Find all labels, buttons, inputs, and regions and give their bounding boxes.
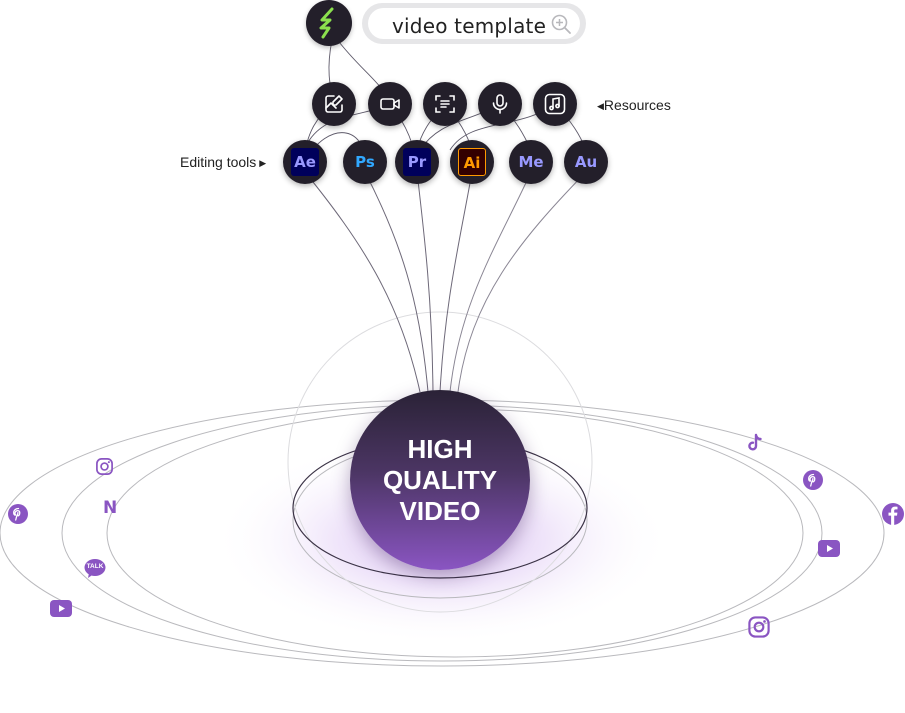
kakaotalk-icon: TALK: [84, 558, 106, 578]
editing-tools-label: Editing tools▶: [180, 154, 267, 170]
pinterest-icon: [8, 504, 28, 524]
resources-label: ◀Resources: [597, 97, 671, 113]
connector-line: [457, 171, 587, 393]
tool-after-effects[interactable]: Ae: [283, 140, 327, 184]
connector-line: [439, 171, 473, 393]
text-scan-icon: [435, 95, 455, 113]
naver-icon: N: [103, 498, 118, 518]
connector-line: [364, 171, 429, 393]
illustrator-icon: Ai: [458, 148, 486, 176]
zoom-in-icon[interactable]: [550, 13, 572, 35]
photoshop-icon: Ps: [351, 148, 379, 176]
after-effects-icon: Ae: [291, 148, 319, 176]
instagram-icon: [96, 458, 113, 475]
tool-photoshop[interactable]: Ps: [343, 140, 387, 184]
image-edit-icon: [325, 95, 343, 113]
search-query: video template: [392, 14, 547, 38]
music-note-icon: [544, 93, 566, 115]
search-field[interactable]: video template: [368, 8, 580, 39]
orbit-ring: [287, 311, 593, 613]
connector-line: [304, 171, 421, 393]
tool-media-encoder[interactable]: Me: [509, 140, 553, 184]
connector-line: [449, 171, 532, 393]
search-bar[interactable]: video template: [362, 3, 586, 44]
caret-left-icon: ◀: [597, 101, 604, 111]
caret-right-icon: ▶: [259, 158, 267, 168]
video-camera-icon: [380, 98, 400, 110]
resource-image-edit[interactable]: [312, 82, 356, 126]
core-circle: HIGH QUALITY VIDEO: [350, 390, 530, 570]
connector-line: [416, 171, 434, 393]
microphone-icon: [492, 94, 508, 114]
premiere-pro-icon: Pr: [403, 148, 431, 176]
tool-audition[interactable]: Au: [564, 140, 608, 184]
facebook-icon: [882, 503, 904, 525]
media-encoder-icon: Me: [517, 148, 545, 176]
audition-icon: Au: [572, 148, 600, 176]
resource-microphone[interactable]: [478, 82, 522, 126]
lightning-logo-icon: [319, 7, 334, 39]
tool-illustrator[interactable]: Ai: [450, 140, 494, 184]
tool-premiere-pro[interactable]: Pr: [395, 140, 439, 184]
tiktok-icon: [748, 433, 762, 451]
resource-music[interactable]: [533, 82, 577, 126]
youtube-icon: [50, 600, 72, 617]
youtube-icon: [818, 540, 840, 557]
instagram-icon: [748, 616, 770, 638]
resource-video[interactable]: [368, 82, 412, 126]
core-title: HIGH QUALITY VIDEO: [382, 434, 498, 526]
resource-text-scan[interactable]: [423, 82, 467, 126]
brand-logo[interactable]: [306, 0, 352, 46]
pinterest-icon: [803, 470, 823, 490]
